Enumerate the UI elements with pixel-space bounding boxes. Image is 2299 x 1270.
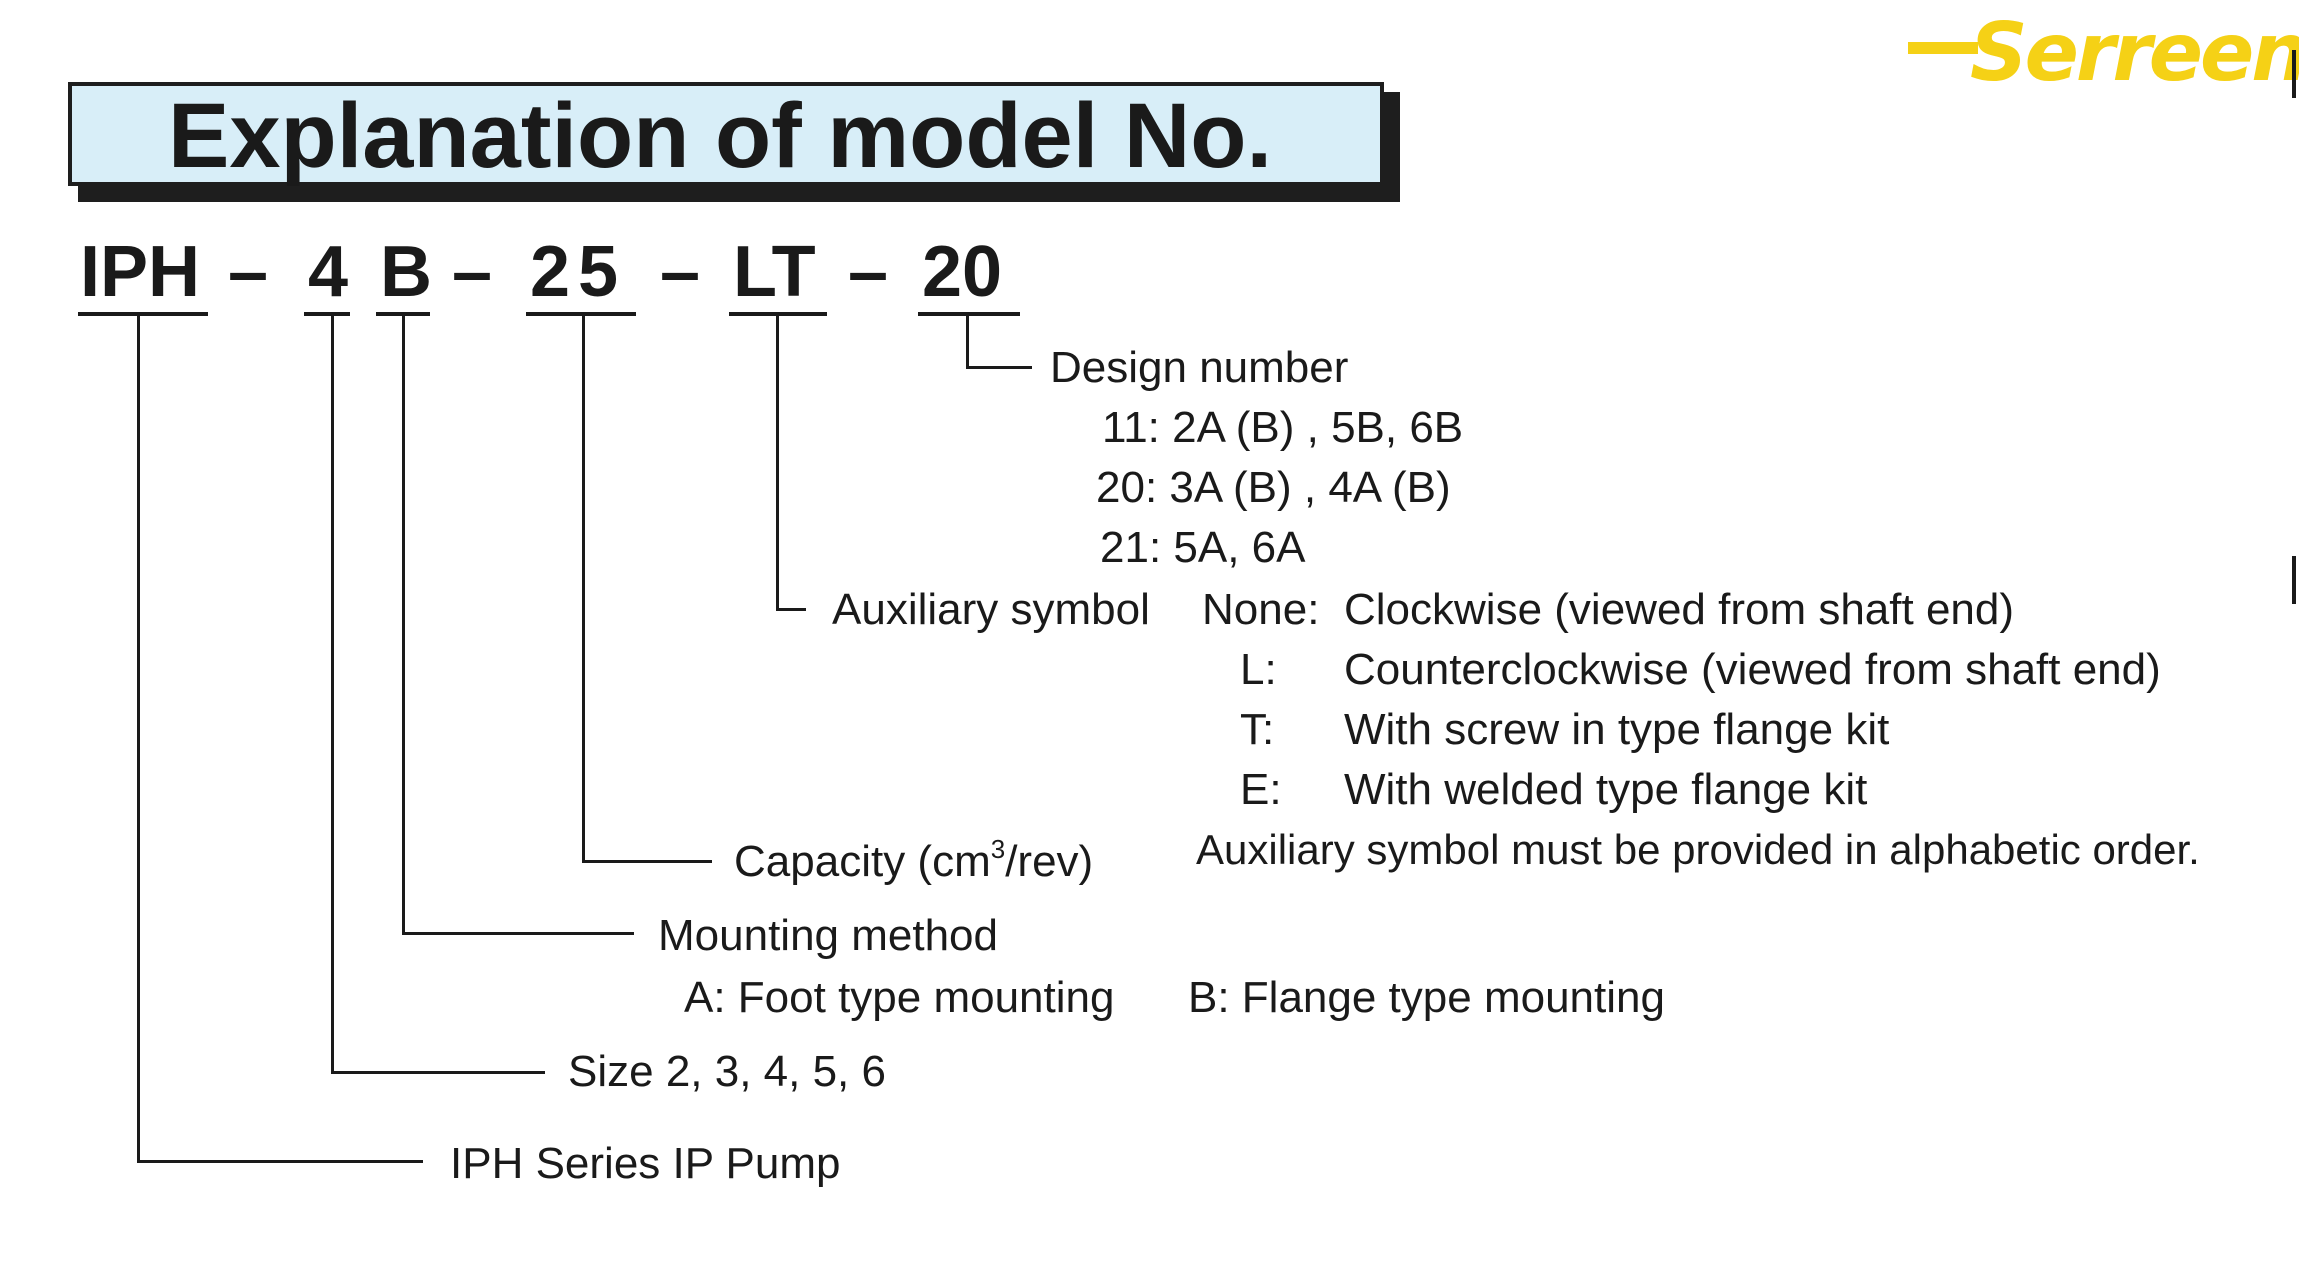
leader-mounting-horizontal	[402, 932, 634, 935]
underline-series	[78, 312, 208, 316]
leader-capacity-vertical	[582, 314, 585, 862]
leader-size-vertical	[331, 314, 334, 1073]
auxiliary-desc-l: Counterclockwise (viewed from shaft end)	[1344, 645, 2161, 694]
underline-size	[304, 312, 350, 316]
leader-series-horizontal	[137, 1160, 423, 1163]
code-separator-1: –	[228, 232, 269, 312]
code-separator-2: –	[452, 232, 493, 312]
leader-series-vertical	[137, 314, 140, 1162]
code-auxiliary: LT	[733, 232, 816, 312]
capacity-label-suffix: /rev)	[1005, 837, 1094, 886]
capacity-superscript: 3	[990, 834, 1006, 864]
edge-mark-middle	[2292, 556, 2296, 604]
code-separator-3: –	[660, 232, 701, 312]
brand-logo: Serreen	[1908, 6, 2299, 99]
mounting-option-b: B: Flange type mounting	[1188, 973, 1665, 1022]
underline-capacity	[526, 312, 636, 316]
auxiliary-desc-e: With welded type flange kit	[1344, 765, 1868, 814]
title-box	[68, 82, 1384, 186]
code-design: 20	[922, 232, 1003, 312]
design-number-item-11: 11: 2A (B) , 5B, 6B	[1102, 403, 1464, 452]
auxiliary-desc-t: With screw in type flange kit	[1344, 705, 1890, 754]
design-number-heading: Design number	[1050, 343, 1349, 392]
logo-bar	[1908, 42, 1978, 54]
leader-capacity-horizontal	[582, 860, 712, 863]
capacity-label: Capacity (cm3/rev)	[734, 836, 1093, 888]
leader-design-vertical	[966, 314, 969, 368]
capacity-label-text: Capacity (cm	[734, 837, 991, 886]
mounting-method-heading: Mounting method	[658, 911, 998, 960]
leader-design-horizontal	[966, 366, 1032, 369]
auxiliary-code-none: None:	[1202, 585, 1320, 634]
edge-mark-top	[2292, 50, 2296, 98]
design-number-item-21: 21: 5A, 6A	[1100, 523, 1306, 572]
series-label: IPH Series IP Pump	[450, 1139, 841, 1188]
code-size: 4	[308, 232, 349, 312]
auxiliary-code-e: E:	[1240, 765, 1282, 814]
code-capacity: 25	[530, 232, 627, 312]
leader-auxiliary-horizontal	[776, 608, 806, 611]
auxiliary-desc-none: Clockwise (viewed from shaft end)	[1344, 585, 2015, 634]
code-series: IPH	[80, 232, 201, 312]
leader-mounting-vertical	[402, 314, 405, 934]
design-number-item-20: 20: 3A (B) , 4A (B)	[1096, 463, 1451, 512]
size-label: Size 2, 3, 4, 5, 6	[568, 1047, 886, 1096]
mounting-option-a: A: Foot type mounting	[684, 973, 1115, 1022]
code-mounting: B	[380, 232, 432, 312]
leader-auxiliary-vertical	[776, 314, 779, 610]
auxiliary-code-t: T:	[1240, 705, 1275, 754]
auxiliary-order-note: Auxiliary symbol must be provided in alp…	[1196, 826, 2200, 873]
underline-design	[918, 312, 1020, 316]
auxiliary-symbol-heading: Auxiliary symbol	[832, 585, 1150, 634]
page-title: Explanation of model No.	[168, 85, 1273, 187]
logo-text: Serreen	[1970, 6, 2299, 99]
leader-size-horizontal	[331, 1071, 545, 1074]
auxiliary-code-l: L:	[1240, 645, 1277, 694]
code-separator-4: –	[848, 232, 889, 312]
